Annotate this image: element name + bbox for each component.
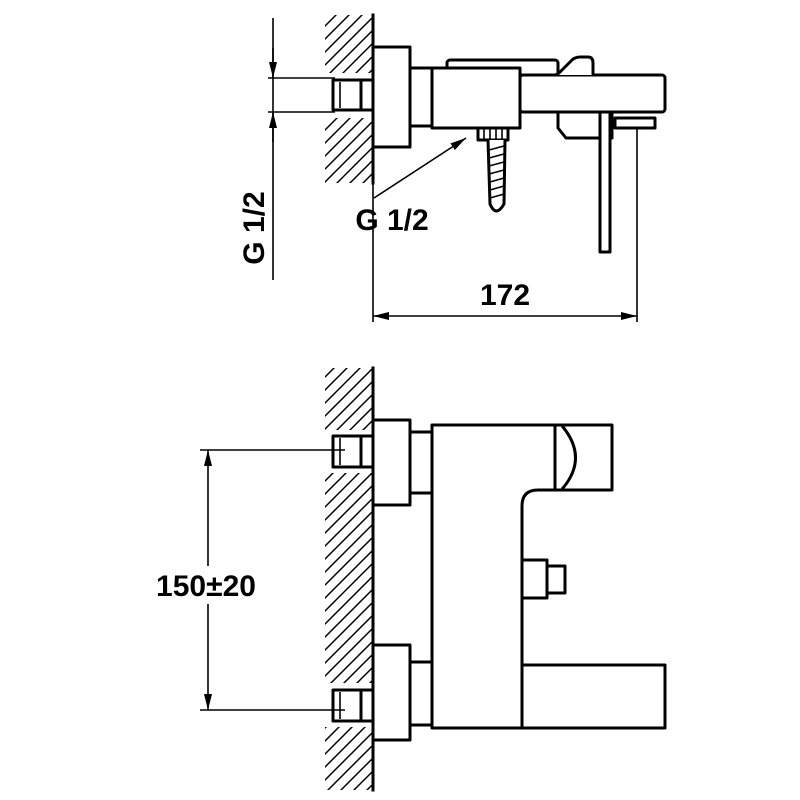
hose-connector bbox=[476, 126, 510, 142]
mixer-cylinder bbox=[430, 66, 522, 130]
wall-section-hatching bbox=[324, 368, 373, 790]
handle-lever-top bbox=[555, 55, 595, 77]
outlet-thread-leader bbox=[373, 137, 467, 199]
upper-supply-pipe bbox=[408, 430, 434, 495]
center-distance-dimension bbox=[133, 449, 345, 711]
mixer-body bbox=[430, 423, 667, 730]
diverter-lever bbox=[598, 110, 612, 254]
projection-dimension-label: 172 bbox=[480, 279, 530, 312]
lower-eccentric-connector bbox=[331, 688, 375, 723]
lower-wall-flange bbox=[371, 643, 412, 742]
upper-eccentric-connector bbox=[331, 434, 375, 469]
wall-flange bbox=[371, 45, 412, 149]
upper-wall-flange bbox=[371, 418, 412, 507]
outlet-thread-label: G 1/2 bbox=[355, 204, 428, 237]
eccentric-connector bbox=[331, 78, 375, 112]
side-view: 172 G 1/2 G 1/2 bbox=[238, 13, 667, 322]
thread-dimension bbox=[268, 18, 335, 280]
lower-supply-pipe bbox=[408, 660, 434, 727]
thread-dimension-label: G 1/2 bbox=[238, 191, 271, 264]
supply-pipe bbox=[408, 66, 434, 128]
front-view: 150±20 bbox=[133, 366, 667, 792]
center-distance-label: 150±20 bbox=[156, 570, 256, 603]
spout-outlet bbox=[613, 116, 657, 130]
mixer-handle bbox=[553, 423, 577, 492]
diverter-knob bbox=[520, 558, 567, 600]
mixer-body bbox=[518, 73, 667, 114]
shower-hose bbox=[486, 139, 507, 213]
